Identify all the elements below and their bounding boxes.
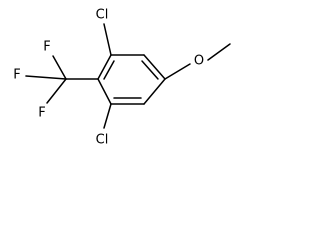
ring-bond-c3-c4: [143, 54, 166, 80]
atom-label-f3: F: [38, 106, 45, 121]
bond-cf3-f2: [25, 75, 67, 80]
ring-double-bond-c3-c4: [141, 60, 159, 80]
bond-cf3-f1: [52, 55, 67, 80]
benzene-ring: [97, 54, 166, 105]
ring-bond-c4-c5: [143, 78, 166, 105]
ring-bond-c6-c1: [97, 78, 112, 105]
bond-c2-cl-top: [103, 23, 112, 56]
atom-label-f1: F: [43, 40, 50, 55]
structure-diagram: Cl Cl F F F O: [13, 8, 231, 148]
atom-label-cl-top: Cl: [96, 8, 109, 23]
bond-cf3-f3: [46, 78, 67, 104]
bond-c6-cl-bottom: [103, 103, 112, 129]
ring-bond-c1-c2: [97, 54, 112, 80]
atom-label-cl-bottom: Cl: [96, 133, 109, 148]
ring-double-bond-c1-c2: [103, 60, 115, 80]
bond-c4-o: [164, 63, 191, 80]
atom-label-o: O: [194, 54, 204, 69]
atom-label-f2: F: [13, 68, 20, 83]
bond-o-methyl: [207, 43, 231, 61]
